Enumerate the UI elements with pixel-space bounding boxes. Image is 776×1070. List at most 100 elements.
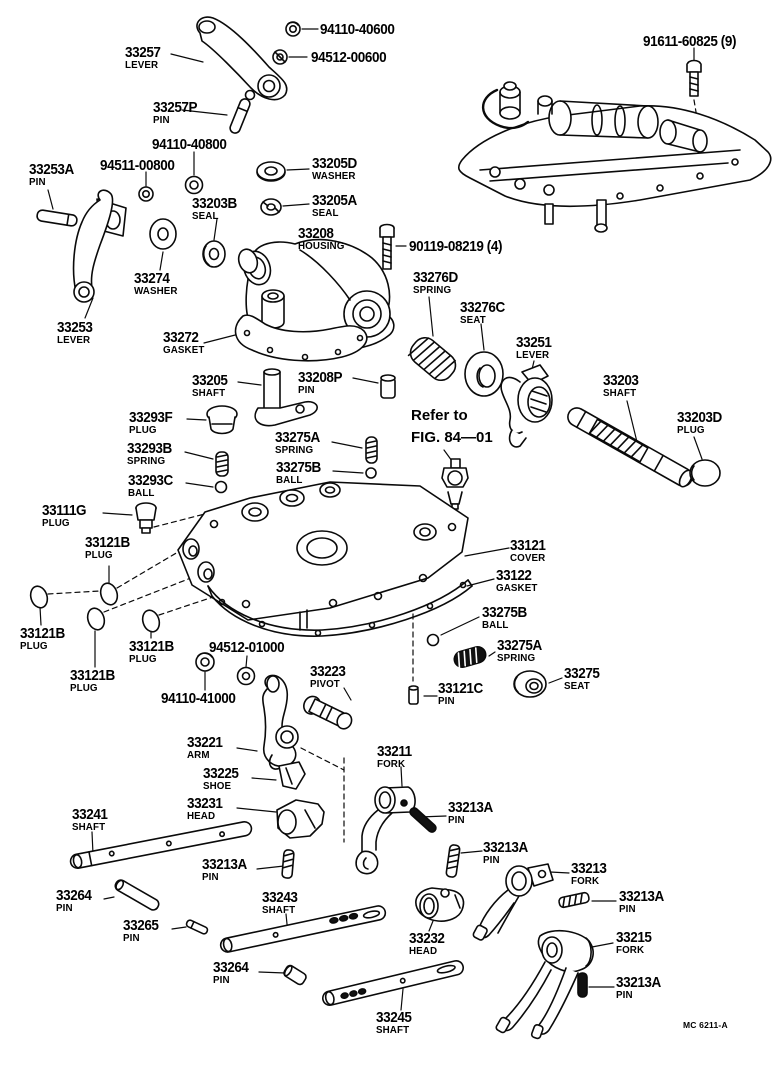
label-94512-01000: 94512-01000 — [209, 638, 285, 656]
drawing-33223-pivot — [303, 695, 353, 730]
drawing-33121c-pin — [408, 685, 419, 705]
drawing-33264-pin-1 — [114, 879, 160, 911]
drawing-33231-head — [276, 799, 325, 839]
drawing-91611-bolt — [686, 59, 702, 97]
drawing-90119-bolt — [379, 223, 395, 270]
drawing-94511-00800-nut — [138, 186, 154, 202]
label-94110-40600: 94110-40600 — [320, 20, 395, 38]
drawing-33203b-seal — [202, 240, 226, 268]
drawing-33111g-plug — [135, 502, 157, 534]
drawing-33205a-seal — [260, 198, 282, 216]
drawing-33243-shaft — [219, 905, 387, 953]
drawing-33213a-pin-5 — [577, 972, 588, 998]
drawing-33275-seat — [513, 670, 547, 698]
drawing-33275b-ball-lower — [426, 633, 440, 647]
drawing-33253a-pin — [36, 209, 78, 227]
drawing-33205d-washer — [256, 161, 286, 182]
drawing-33225-shoe — [278, 761, 306, 790]
drawing-33245-shaft — [321, 960, 465, 1006]
drawing-33213a-pin-2 — [445, 844, 461, 878]
drawing-33276c-seat — [464, 351, 504, 397]
drawing-94110-40800-nut — [184, 175, 204, 195]
label-94511-00800: 94511-00800 — [100, 156, 175, 174]
drawing-33213a-pin-4 — [558, 891, 590, 909]
refer-note: Refer to FIG. 84—01 — [411, 407, 493, 446]
drawing-33253-lever — [72, 189, 127, 303]
label-94110-40800: 94110-40800 — [152, 135, 227, 153]
drawing-94512-00600-washer — [272, 49, 288, 65]
drawing-33213a-pin-3 — [281, 849, 295, 879]
drawing-33121-cover — [177, 481, 469, 631]
drawing-33205-shaft — [254, 368, 318, 427]
drawing-33293b-spring — [215, 451, 229, 477]
drawing-detent-switch — [441, 458, 469, 510]
drawing-33275b-ball-upper — [365, 467, 377, 479]
label-94512-00600: 94512-00600 — [311, 48, 387, 66]
drawing-33275a-spring-lower — [453, 645, 487, 669]
drawing-33257-lever — [196, 16, 288, 101]
drawing-33275a-spring-upper — [365, 436, 378, 464]
drawing-33257p-pin — [229, 98, 251, 134]
drawing-94110-41000-nut — [195, 652, 215, 672]
drawing-33265-pin — [185, 919, 209, 935]
drawing-33203-shaft — [567, 407, 693, 488]
drawing-33272-gasket — [234, 314, 368, 362]
drawing-33276d-spring — [407, 336, 457, 382]
drawing-33208-housing — [237, 238, 395, 352]
drawing-33213a-pin-1 — [409, 807, 437, 833]
drawing-33264-pin-2 — [283, 964, 307, 986]
drawing-33232-head — [415, 887, 465, 922]
figure-code: MC 6211-A — [683, 1020, 728, 1030]
drawing-33122-gasket — [207, 579, 473, 637]
drawing-33293c-ball — [214, 480, 228, 494]
label-91611-60825: 91611-60825 (9) — [643, 32, 737, 50]
